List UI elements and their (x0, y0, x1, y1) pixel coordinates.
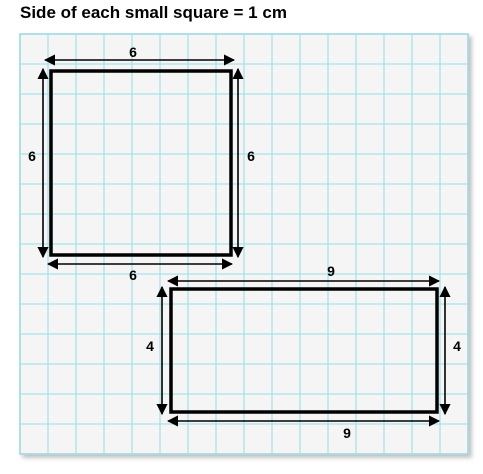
rectangle-left-label: 4 (146, 338, 154, 354)
square-top-label: 6 (129, 44, 137, 60)
rectangle-right-label: 4 (453, 338, 461, 354)
caption: Side of each small square = 1 cm (20, 3, 287, 22)
square-right-label: 6 (247, 148, 255, 164)
rectangle-top-label: 9 (327, 263, 335, 279)
grid-lines (20, 34, 468, 454)
square-bottom-label: 6 (129, 267, 137, 283)
rectangle-outline (169, 287, 439, 414)
square-outline (49, 69, 233, 257)
square-left-label: 6 (28, 148, 36, 164)
rectangle-bottom-label: 9 (343, 425, 351, 441)
